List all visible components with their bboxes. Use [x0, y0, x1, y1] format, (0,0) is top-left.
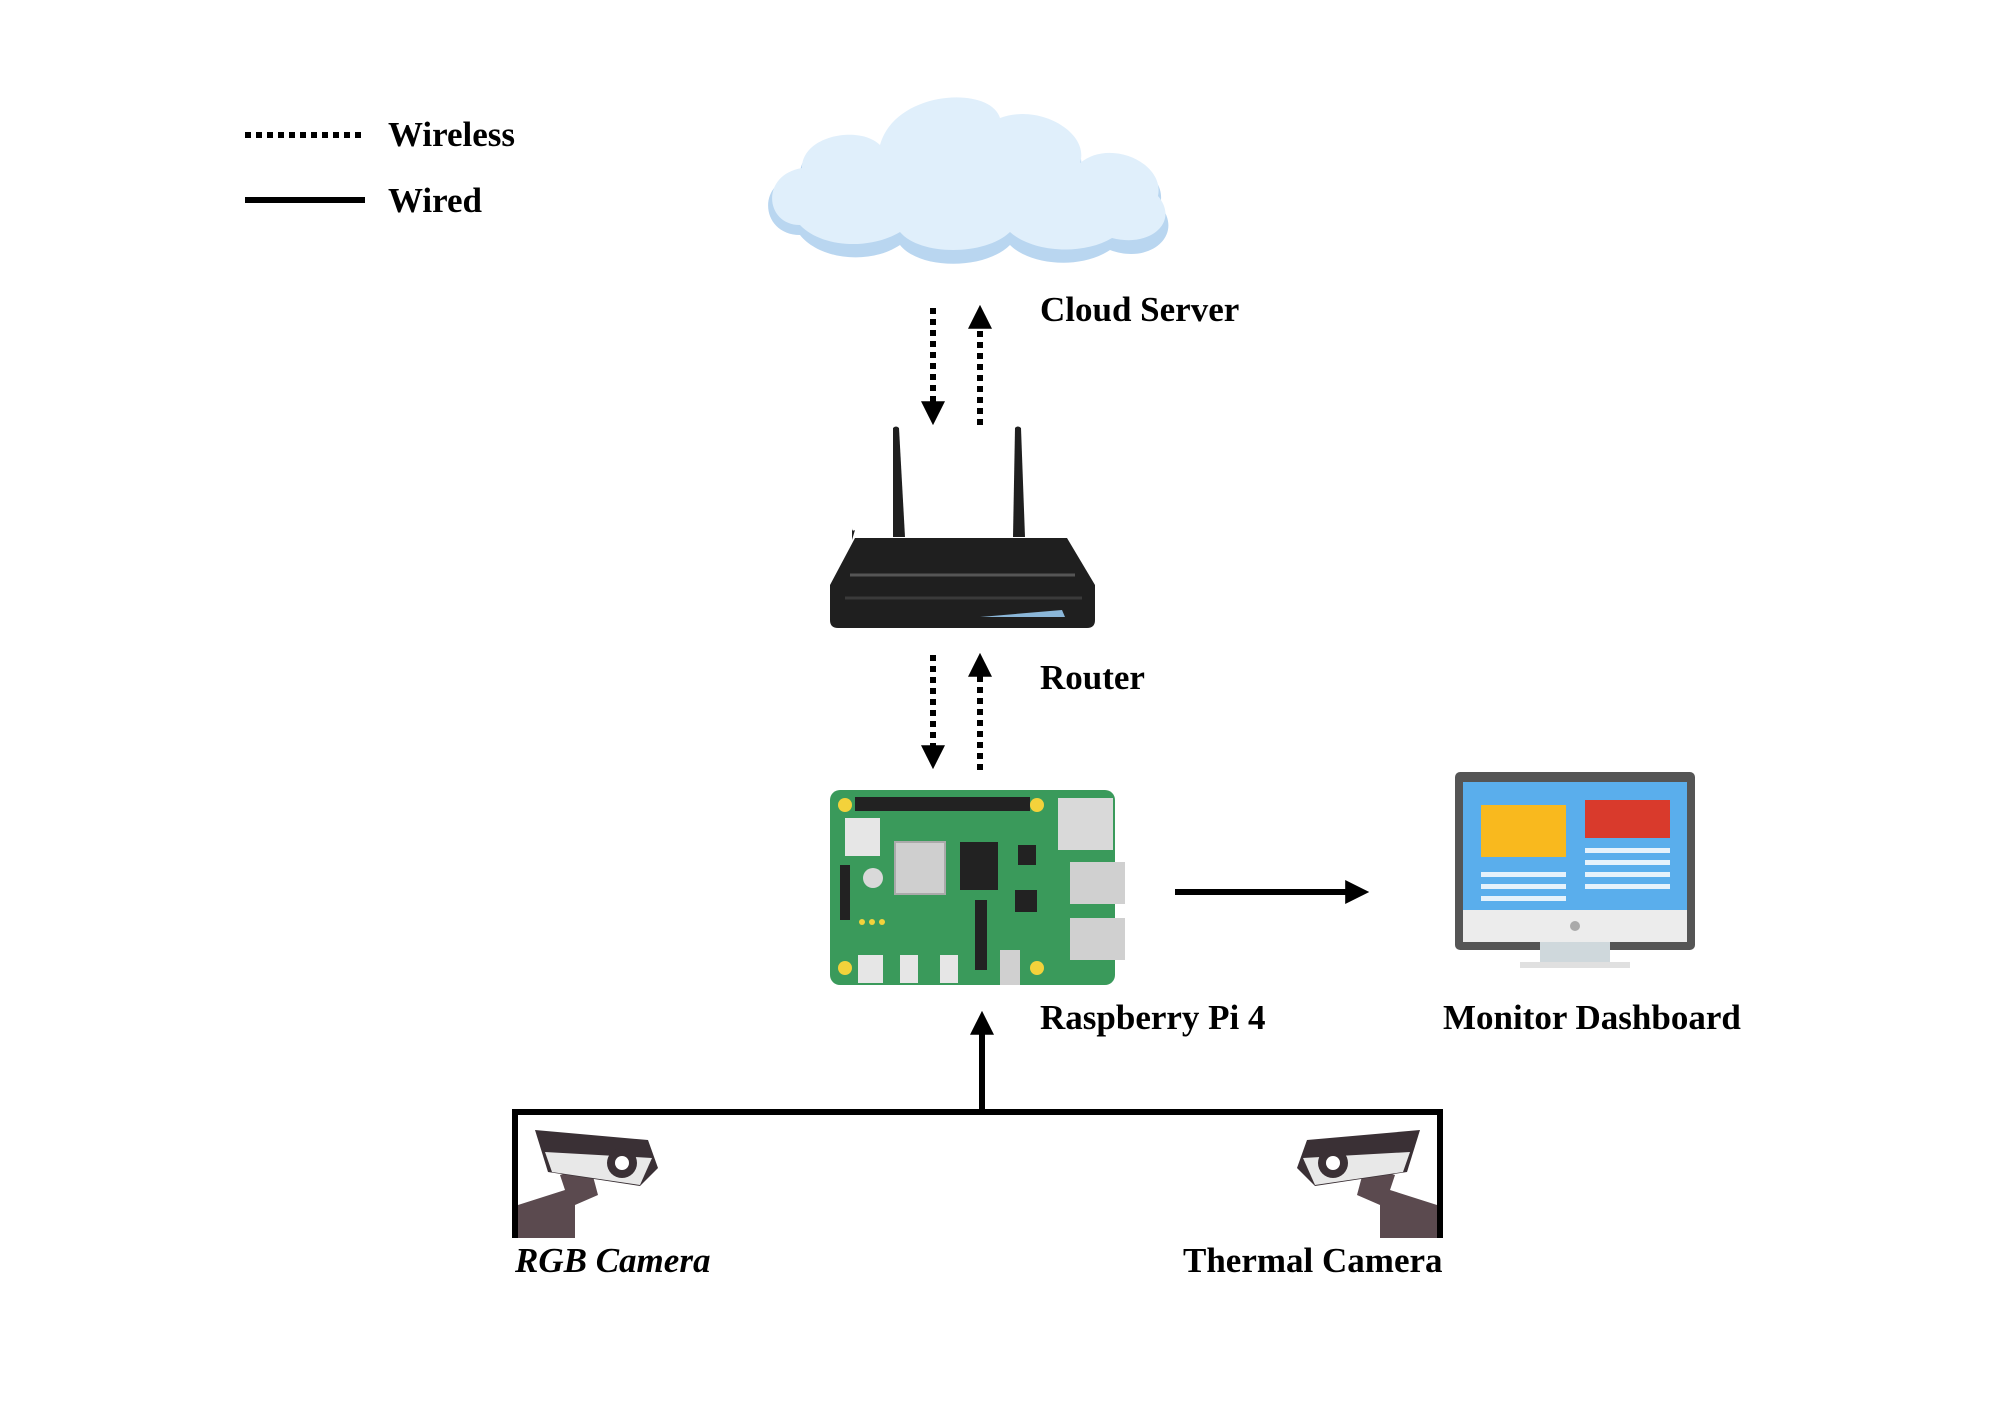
raspberry-pi-label: Raspberry Pi 4 — [1040, 998, 1266, 1037]
thermal-camera-icon — [1297, 1130, 1437, 1238]
rgb-camera-icon — [518, 1130, 658, 1238]
raspberry-pi-board-icon — [830, 790, 1125, 985]
thermal-camera-label: Thermal Camera — [1183, 1241, 1443, 1280]
monitor-dashboard-label: Monitor Dashboard — [1443, 998, 1741, 1037]
camera-bus — [512, 1010, 1443, 1238]
cloud-server-label: Cloud Server — [1040, 290, 1240, 329]
legend-wireless-label: Wireless — [388, 115, 516, 154]
router-label: Router — [1040, 658, 1145, 697]
rgb-camera-label: RGB Camera — [515, 1241, 711, 1280]
monitor-icon — [1455, 772, 1695, 968]
legend-wired-label: Wired — [388, 181, 482, 220]
legend — [245, 132, 365, 203]
router-icon — [830, 426, 1095, 628]
cloud-icon — [768, 97, 1169, 264]
